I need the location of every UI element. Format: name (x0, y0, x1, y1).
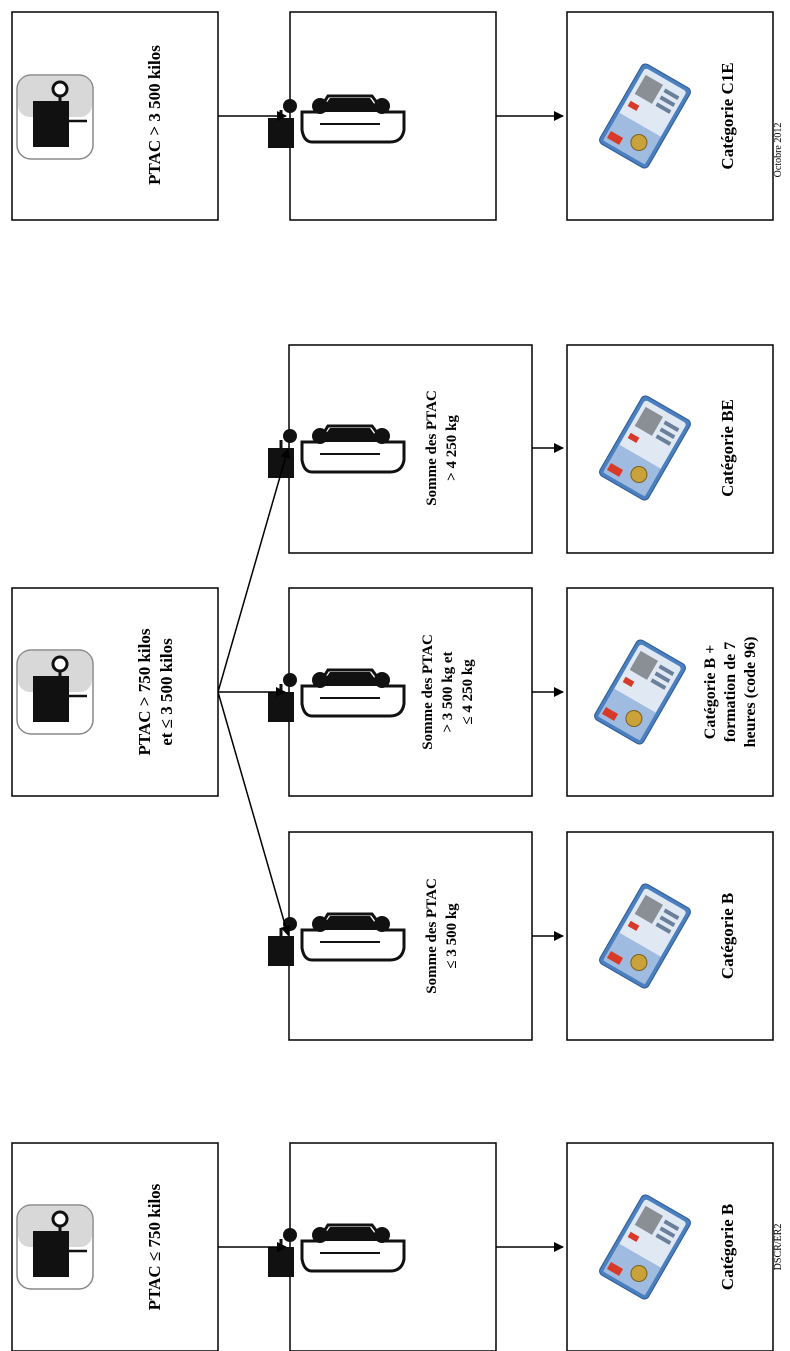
group-750-3500: PTAC > 750 kilos et ≤ 3 500 kilos Somme … (11, 344, 774, 1041)
trailer-icon (15, 648, 95, 736)
combination-condition-b96-line3: ≤ 4 250 kg (460, 659, 476, 725)
car-with-trailer-icon (266, 912, 406, 968)
trailer-condition-c1e: PTAC > 3 500 kilos (145, 45, 164, 185)
trailer-condition-middle: PTAC > 750 kilos (135, 628, 154, 755)
car-with-trailer-icon (266, 424, 406, 480)
result-750: Catégorie B (718, 1204, 737, 1290)
combination-condition-b96: Somme des PTAC (420, 634, 436, 750)
arrow (217, 448, 291, 693)
result-b96-line2: formation de 7 (722, 642, 739, 742)
result-b-middle: Catégorie B (718, 893, 737, 979)
trailer-icon (15, 73, 95, 161)
group-c1e: PTAC > 3 500 kilos Catégorie C1E Octobre… (11, 11, 784, 221)
result-c1e: Catégorie C1E (718, 62, 737, 169)
trailer-condition-middle-line2: et ≤ 3 500 kilos (157, 638, 176, 746)
combination-condition-be-line2: > 4 250 kg (444, 415, 460, 481)
combination-condition-b96-line2: > 3 500 kg et (440, 651, 456, 732)
result-be: Catégorie BE (718, 399, 737, 497)
car-with-trailer-icon (266, 668, 406, 724)
combination-condition-b: Somme des PTAC (424, 878, 440, 994)
footer-date: Octobre 2012 (773, 123, 784, 178)
trailer-icon (15, 1203, 95, 1291)
footer-code: DSCR/ER2 (773, 1224, 784, 1271)
result-b96: Catégorie B + (702, 645, 719, 739)
combination-condition-b-line2: ≤ 3 500 kg (444, 903, 460, 969)
car-with-trailer-icon (266, 1223, 406, 1279)
group-750: PTAC ≤ 750 kilos Catégorie B DSCR/ER2 (11, 1142, 784, 1351)
trailer-condition-750: PTAC ≤ 750 kilos (145, 1183, 164, 1310)
arrow (217, 691, 291, 936)
combination-condition-be: Somme des PTAC (424, 390, 440, 506)
car-with-trailer-icon (266, 94, 406, 150)
result-b96-line3: heures (code 96) (742, 637, 759, 748)
